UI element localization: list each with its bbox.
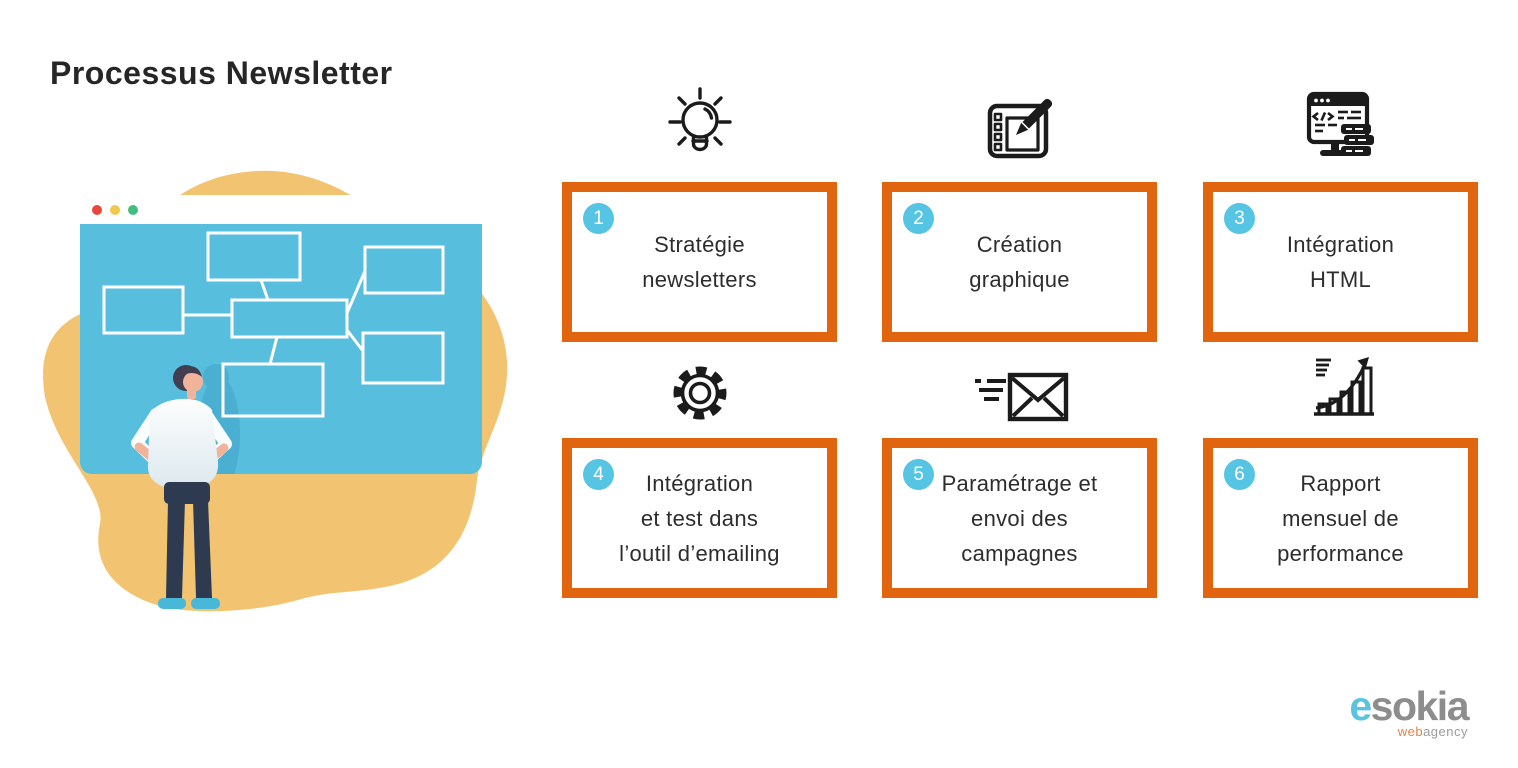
step-5-box: 5 Paramétrage et envoi des campagnes: [882, 438, 1157, 598]
lightbulb-icon: [667, 87, 732, 152]
step-1-label: Stratégie newsletters: [642, 232, 757, 292]
step-4-box: 4 Intégration et test dans l’outil d’ema…: [562, 438, 837, 598]
step-4-number-badge: 4: [583, 459, 614, 490]
step-2-box: 2 Création graphique: [882, 182, 1157, 342]
window-dot-green: [128, 205, 138, 215]
step-1-icon-slot: [562, 86, 837, 182]
step-5: 5 Paramétrage et envoi des campagnes: [882, 366, 1157, 598]
step-6-icon-slot: [1203, 357, 1478, 438]
sending-email-icon: [974, 372, 1068, 422]
growth-chart-icon: [1313, 357, 1374, 416]
step-5-icon-slot: [882, 366, 1157, 438]
logo-tagline-agency: agency: [1423, 724, 1468, 739]
step-2-icon-slot: [882, 86, 1157, 182]
step-3-label: Intégration HTML: [1286, 232, 1395, 292]
step-2: 2 Création graphique: [882, 86, 1157, 342]
page-title: Processus Newsletter: [50, 55, 393, 91]
logo-tagline-web: web: [1397, 724, 1424, 739]
step-2-number-badge: 2: [903, 203, 934, 234]
drawing-tablet-icon: [987, 98, 1052, 159]
logo-letter-e: e: [1349, 683, 1372, 729]
step-1-number-badge: 1: [583, 203, 614, 234]
window-dot-yellow: [110, 205, 120, 215]
person: [131, 365, 232, 609]
step-1-box: 1 Stratégie newsletters: [562, 182, 837, 342]
window-dot-red: [92, 205, 102, 215]
logo-letters-sokia: sokia: [1370, 683, 1470, 729]
step-5-number-badge: 5: [903, 459, 934, 490]
step-6-number-badge: 6: [1224, 459, 1255, 490]
gear-icon: [673, 366, 726, 420]
step-4: 4 Intégration et test dans l’outil d’ema…: [562, 366, 837, 598]
person-flowchart-illustration: [43, 170, 508, 612]
step-3-icon-slot: [1203, 86, 1478, 182]
esokia-logo-tagline: webagency: [1318, 724, 1468, 739]
flowchart: [102, 231, 445, 418]
esokia-logo: esokia webagency: [1318, 683, 1470, 740]
step-6-box: 6 Rapport mensuel de performance: [1203, 438, 1478, 598]
step-6: 6 Rapport mensuel de performance: [1203, 357, 1478, 598]
step-4-label: Intégration et test dans l’outil d’email…: [619, 470, 780, 566]
code-browser-icon: [1306, 91, 1374, 156]
step-6-label: Rapport mensuel de performance: [1277, 470, 1404, 566]
step-5-label: Paramétrage et envoi des campagnes: [941, 470, 1098, 566]
step-3-box: 3 Intégration HTML: [1203, 182, 1478, 342]
step-3-number-badge: 3: [1224, 203, 1255, 234]
esokia-logo-brand: esokia: [1318, 683, 1470, 729]
step-4-icon-slot: [562, 366, 837, 438]
step-1: 1 Stratégie newsletters: [562, 86, 837, 342]
step-3: 3 Intégration HTML: [1203, 86, 1478, 342]
step-2-label: Création graphique: [969, 232, 1070, 292]
